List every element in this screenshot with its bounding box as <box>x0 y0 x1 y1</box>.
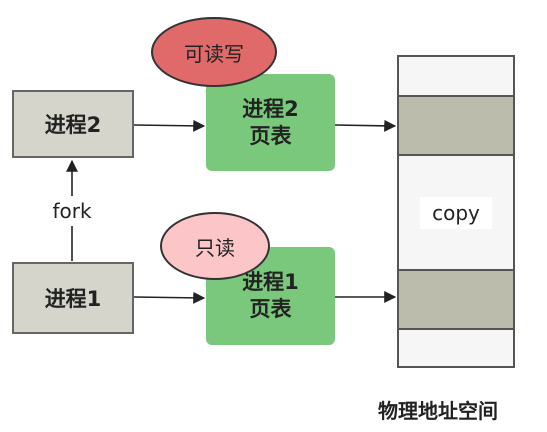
page-table-2: 进程2 页表 <box>206 74 335 171</box>
page-table-1-subtitle: 页表 <box>249 297 292 321</box>
read-only-badge: 只读 <box>160 212 270 280</box>
arrow-pagetable2-to-memory <box>334 119 397 132</box>
process1-box: 进程1 <box>12 262 134 334</box>
read-write-badge: 可读写 <box>151 17 277 87</box>
arrow-process1-to-pagetable1 <box>133 291 206 304</box>
page-table-2-subtitle: 页表 <box>249 123 292 148</box>
page-table-2-title: 进程2 <box>242 96 299 121</box>
process2-box: 进程2 <box>12 90 134 158</box>
arrow-process2-to-pagetable2 <box>133 119 206 132</box>
page-table-1-title: 进程1 <box>242 270 299 294</box>
memory-page-copy <box>397 95 515 156</box>
fork-label: fork <box>44 196 100 226</box>
memory-caption: 物理地址空间 <box>378 399 498 423</box>
copy-label: copy <box>420 197 492 229</box>
memory-page-original <box>397 269 515 330</box>
